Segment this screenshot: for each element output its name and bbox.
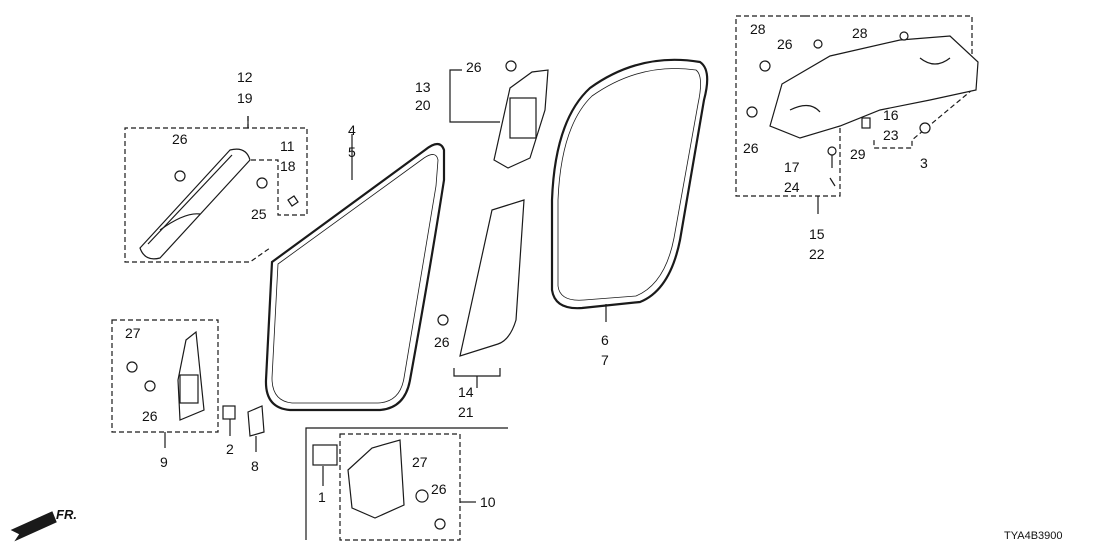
clip-26-g xyxy=(746,106,758,118)
clip-29 xyxy=(827,146,837,156)
callout-22: 22 xyxy=(809,246,825,262)
callout-10: 10 xyxy=(480,494,496,510)
b-pillar-lower-group xyxy=(437,199,525,388)
b-pillar-upper-group xyxy=(449,60,549,169)
clip-25 xyxy=(256,177,268,189)
callout-29: 29 xyxy=(850,146,866,162)
callout-7: 7 xyxy=(601,352,609,368)
callout-11: 11 xyxy=(280,138,295,154)
callout-26: 26 xyxy=(434,334,450,350)
callout-26: 26 xyxy=(142,408,158,424)
callout-12: 12 xyxy=(237,69,253,85)
callout-16: 16 xyxy=(883,107,899,123)
clip-26-d xyxy=(144,380,156,392)
front-weatherstrip xyxy=(264,142,446,412)
clip-18 xyxy=(287,195,299,207)
b-pillar-lower xyxy=(459,199,525,357)
front-direction-label: FR. xyxy=(56,507,77,522)
pad-1 xyxy=(312,444,338,466)
callout-2: 2 xyxy=(226,441,234,457)
callout-28: 28 xyxy=(750,21,766,37)
rear-lower-trim xyxy=(347,439,405,519)
rear-side-group xyxy=(735,15,979,214)
callout-18: 18 xyxy=(280,158,296,174)
rear-side-trim xyxy=(769,35,979,139)
pad-2 xyxy=(222,405,236,420)
a-pillar-garnish xyxy=(139,148,251,260)
rear-lower-group xyxy=(305,427,508,541)
callout-28: 28 xyxy=(852,25,868,41)
callout-15: 15 xyxy=(809,226,825,242)
callout-1: 1 xyxy=(318,489,326,505)
callout-14: 14 xyxy=(458,384,474,400)
callout-3: 3 xyxy=(920,155,928,171)
callout-26: 26 xyxy=(777,36,793,52)
callout-17: 17 xyxy=(784,159,800,175)
callout-21: 21 xyxy=(458,404,474,420)
clip-3 xyxy=(919,122,931,134)
rear-weatherstrip xyxy=(550,58,709,310)
cover-8 xyxy=(247,405,265,437)
a-pillar-group xyxy=(124,116,308,263)
callout-27: 27 xyxy=(125,325,141,341)
clip-26-a xyxy=(174,170,186,182)
diagram-code: TYA4B3900 xyxy=(1004,530,1063,542)
callout-5: 5 xyxy=(348,144,356,160)
kick-panel-group xyxy=(111,319,219,448)
callout-26: 26 xyxy=(743,140,759,156)
clip-26-f xyxy=(813,39,823,49)
clip-27-b xyxy=(415,489,429,503)
callout-27: 27 xyxy=(412,454,428,470)
callout-20: 20 xyxy=(415,97,431,113)
callout-26: 26 xyxy=(431,481,447,497)
clip-28-a xyxy=(759,60,771,72)
callout-8: 8 xyxy=(251,458,259,474)
callout-25: 25 xyxy=(251,206,267,222)
callout-13: 13 xyxy=(415,79,431,95)
callout-26: 26 xyxy=(466,59,482,75)
clip-28-b xyxy=(899,31,909,41)
callout-9: 9 xyxy=(160,454,168,470)
clip-26-e xyxy=(434,518,446,530)
callout-26: 26 xyxy=(172,131,188,147)
front-direction-arrow xyxy=(10,511,57,542)
callout-24: 24 xyxy=(784,179,800,195)
callout-19: 19 xyxy=(237,90,253,106)
clip-16 xyxy=(861,117,871,129)
clip-27-a xyxy=(126,361,138,373)
callout-4: 4 xyxy=(348,122,356,138)
clip-26-b xyxy=(505,60,517,72)
callout-6: 6 xyxy=(601,332,609,348)
clip-26-c xyxy=(437,314,449,326)
callout-23: 23 xyxy=(883,127,899,143)
